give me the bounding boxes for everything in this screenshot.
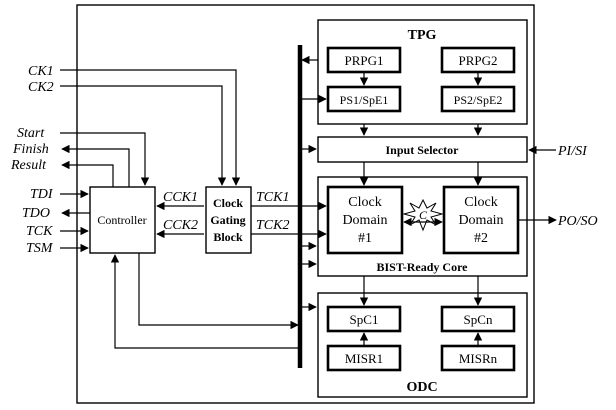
cd2-line3: #2 bbox=[474, 231, 488, 246]
result-wire bbox=[61, 160, 114, 187]
po-so-label: PO/SO bbox=[557, 214, 598, 229]
tsm-label: TSM bbox=[26, 241, 54, 256]
clock-gating-block-box bbox=[205, 186, 252, 254]
cd2-line2: Domain bbox=[458, 213, 503, 228]
tck-label: TCK bbox=[26, 224, 53, 239]
spc1-label: SpC1 bbox=[350, 312, 379, 327]
cd1-line2: Domain bbox=[342, 213, 387, 228]
cd1-line3: #1 bbox=[358, 231, 372, 246]
tdi-label: TDI bbox=[30, 187, 54, 202]
tdo-label: TDO bbox=[22, 206, 50, 221]
misrn-label: MISRn bbox=[459, 351, 498, 366]
odc-label: ODC bbox=[406, 380, 437, 395]
spc1-box bbox=[326, 305, 402, 333]
spcn-box bbox=[440, 305, 516, 333]
pi-si-label: PI/SI bbox=[557, 144, 588, 159]
clock-domain-2-box bbox=[442, 185, 520, 255]
ps1-box bbox=[326, 85, 402, 113]
cgb-line1: Clock bbox=[213, 196, 243, 210]
ck1-label: CK1 bbox=[28, 64, 54, 79]
clock-domain-1-box bbox=[326, 185, 404, 255]
crosstalk-label: C bbox=[419, 208, 428, 222]
ps1-label: PS1/SpE1 bbox=[340, 93, 389, 107]
finish-label: Finish bbox=[12, 142, 49, 157]
cd2-line1: Clock bbox=[464, 195, 497, 210]
controller-box bbox=[89, 186, 156, 254]
ps2-label: PS2/SpE2 bbox=[454, 93, 503, 107]
core-label: BIST-Ready Core bbox=[376, 260, 468, 274]
spcn-label: SpCn bbox=[464, 312, 493, 327]
tck2-label: TCK2 bbox=[256, 218, 289, 233]
ps2-box bbox=[440, 85, 516, 113]
controller-label: Controller bbox=[97, 213, 146, 227]
cck1-label: CCK1 bbox=[163, 190, 198, 205]
cgb-line3: Block bbox=[213, 230, 243, 244]
bus-to-controller-wire bbox=[110, 254, 298, 349]
prpg2-label: PRPG2 bbox=[458, 53, 497, 68]
result-label: Result bbox=[10, 158, 47, 173]
prpg2-box bbox=[440, 46, 516, 74]
tpg-label: TPG bbox=[408, 28, 437, 43]
ck1-wire bbox=[60, 69, 241, 186]
cck2-label: CCK2 bbox=[163, 218, 198, 233]
input-selector-label: Input Selector bbox=[386, 143, 460, 157]
ck2-wire bbox=[60, 85, 227, 186]
prpg1-label: PRPG1 bbox=[344, 53, 383, 68]
misr1-label: MISR1 bbox=[345, 351, 383, 366]
cgb-line2: Gating bbox=[210, 213, 245, 227]
controller-to-bus-wire bbox=[138, 253, 299, 330]
start-wire bbox=[60, 132, 150, 186]
ck2-label: CK2 bbox=[28, 80, 54, 95]
finish-wire bbox=[61, 144, 130, 187]
tck1-label: TCK1 bbox=[256, 190, 289, 205]
input-selector-box bbox=[317, 136, 528, 163]
cd1-line1: Clock bbox=[348, 195, 381, 210]
start-label: Start bbox=[17, 126, 45, 141]
